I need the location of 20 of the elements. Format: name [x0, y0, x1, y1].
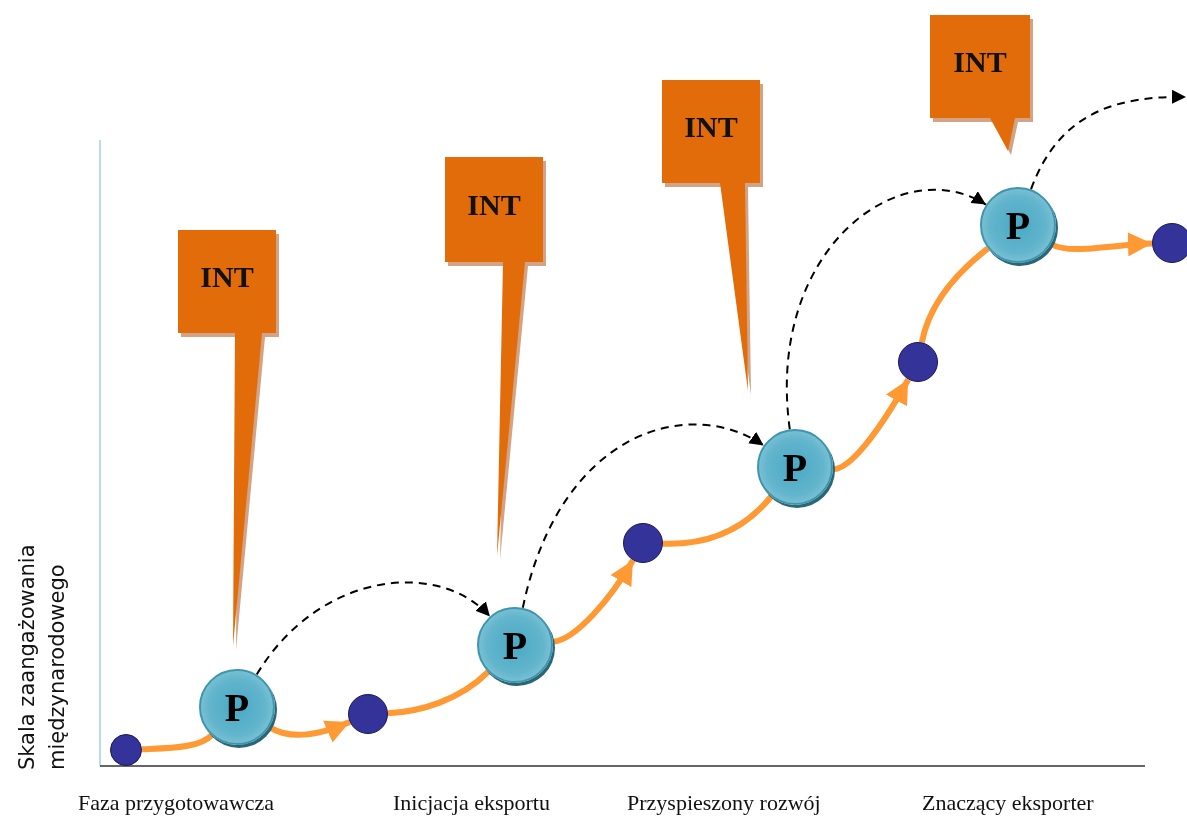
stage-dot [348, 694, 388, 734]
p-circle: P [757, 429, 833, 505]
p-circle: P [477, 607, 553, 683]
arrow [832, 378, 911, 473]
stage-dot [623, 523, 663, 563]
stage-label: Faza przygotowawcza [78, 790, 275, 816]
arrow [1030, 90, 1187, 191]
stage-dot [1152, 223, 1187, 263]
stage-dot [898, 342, 938, 382]
p-circle: P [980, 187, 1056, 263]
stage-dot [110, 734, 142, 766]
stage-label: Znaczący eksporter [922, 790, 1094, 816]
arrow [521, 423, 765, 609]
stage-label: Inicjacja eksportu [393, 790, 550, 816]
stage-label: Przyspieszony rozwój [627, 790, 821, 816]
arrow [552, 558, 636, 645]
arrow [785, 188, 987, 431]
p-circle: P [199, 669, 275, 745]
arrow [255, 581, 491, 676]
axis-title: Skala zaangażowania międzynarodowego [14, 543, 70, 770]
